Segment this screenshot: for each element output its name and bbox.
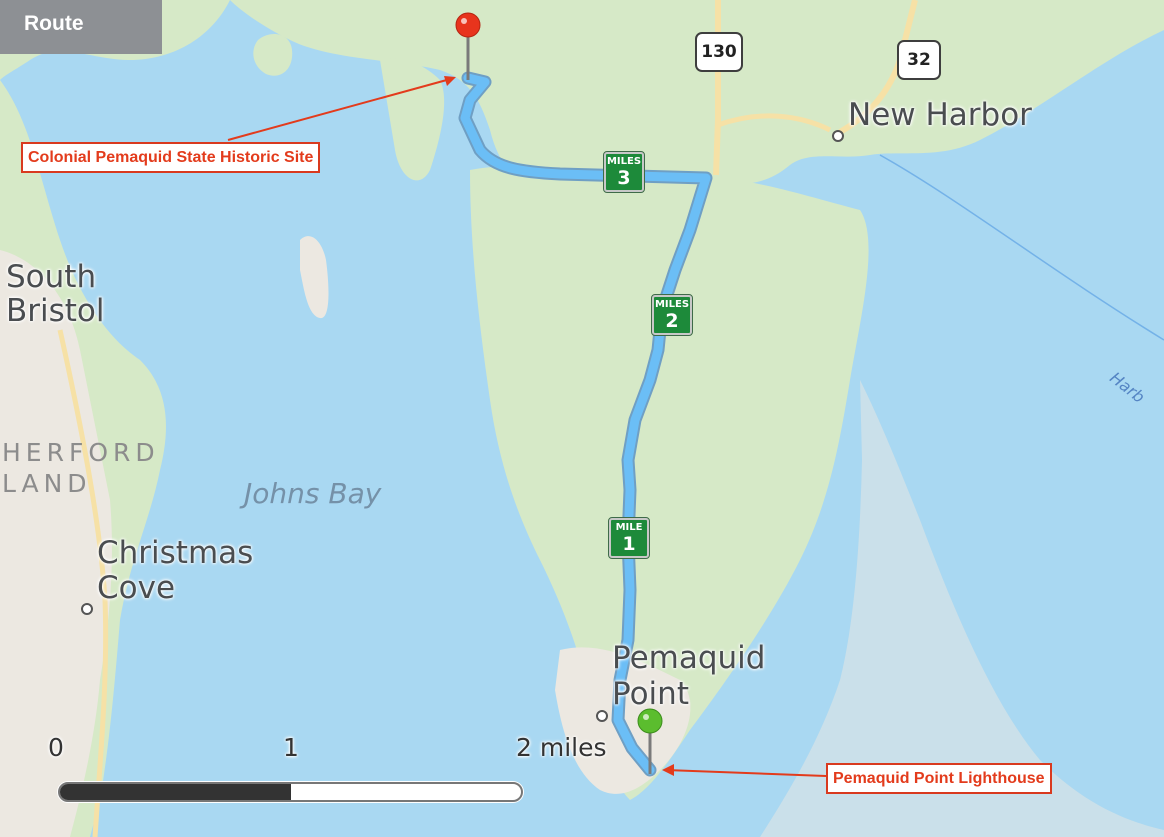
route-32-shield: 32 — [897, 40, 941, 80]
scale-label-zero: 0 — [48, 733, 64, 762]
mile-marker-2-title: MILES — [654, 299, 690, 310]
mile-marker-3: MILES 3 — [603, 151, 645, 193]
mile-marker-3-number: 3 — [617, 167, 631, 189]
island-2 — [253, 34, 293, 76]
mile-marker-1: MILE 1 — [608, 517, 650, 559]
route-tab[interactable]: Route — [0, 0, 162, 54]
island-1 — [300, 236, 329, 319]
scale-bar — [58, 782, 523, 802]
origin-callout: Colonial Pemaquid State Historic Site — [21, 142, 321, 173]
scale-label-two: 2 miles — [516, 733, 607, 762]
mile-marker-1-number: 1 — [622, 533, 636, 555]
eastern-shore — [760, 380, 1164, 837]
new-harbor-dot — [832, 130, 844, 142]
mile-marker-2-number: 2 — [665, 310, 679, 332]
route-130-shield: 130 — [695, 32, 743, 72]
road-129 — [57, 329, 109, 837]
scale-label-one: 1 — [283, 733, 299, 762]
place-pemaquid-point-line1: Pemaquid — [612, 640, 766, 676]
place-christmas-cove-line2: Cove — [97, 570, 176, 606]
water-johns-bay: Johns Bay — [244, 477, 382, 510]
south-bristol-town — [0, 250, 112, 837]
place-rutherford-island-line1: HERFORD — [2, 438, 160, 467]
scale-bar-fill — [60, 784, 291, 800]
destination-pin-icon[interactable] — [634, 706, 666, 776]
place-south-bristol-line1: South — [6, 259, 97, 295]
destination-arrow-head — [662, 764, 674, 776]
place-new-harbor: New Harbor — [848, 97, 1032, 133]
destination-callout: Pemaquid Point Lighthouse — [826, 763, 1052, 794]
ferry-line — [879, 154, 1164, 341]
origin-arrow-head — [444, 76, 456, 86]
pemaquid-peninsula — [470, 165, 869, 801]
origin-arrow-line — [227, 77, 455, 141]
christmas-cove-dot — [81, 603, 93, 615]
road-130 — [713, 0, 721, 176]
place-christmas-cove-line1: Christmas — [97, 535, 254, 571]
place-rutherford-island-line2: LAND — [2, 469, 92, 498]
pemaquid-harbor-shore — [380, 58, 445, 181]
road-new-harbor — [717, 113, 832, 133]
route-line — [460, 73, 711, 775]
pemaquid-point-dot — [596, 710, 608, 722]
origin-pin-icon[interactable] — [452, 10, 484, 82]
destination-arrow-line — [665, 769, 827, 777]
place-south-bristol-line2: Bristol — [6, 293, 105, 329]
place-pemaquid-point-line2: Point — [612, 676, 689, 712]
mile-marker-2: MILES 2 — [651, 294, 693, 336]
mile-marker-1-title: MILE — [615, 522, 643, 533]
mile-marker-3-title: MILES — [606, 156, 642, 167]
